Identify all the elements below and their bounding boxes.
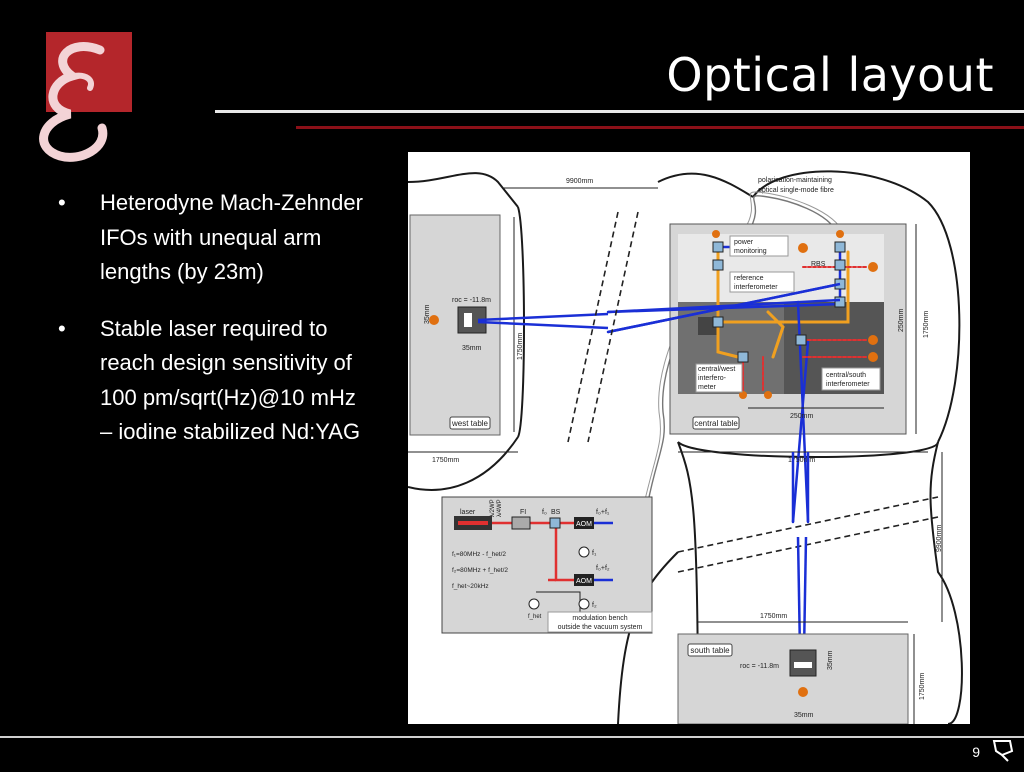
south-roc-label: roc = -11.8m xyxy=(740,663,779,670)
rbs-label: RBS xyxy=(811,261,826,268)
bench-laser-label: laser xyxy=(460,509,476,516)
bullet-item: Heterodyne Mach-Zehnder IFOs with unequa… xyxy=(58,186,368,290)
bench-eq-3: f_het~20kHz xyxy=(452,583,489,590)
south-1750-h: 1750mm xyxy=(760,613,787,620)
bench-eq-2: f₂=80MHz + f_het/2 xyxy=(452,567,508,574)
central-250-v: 250mm xyxy=(898,308,905,332)
top-9900-label: 9900mm xyxy=(566,178,593,185)
bench-lambda2-label: λ/2WP xyxy=(490,499,496,517)
south-1750-v: 1750mm xyxy=(919,673,926,700)
bench-fhet-label: f_het xyxy=(528,614,542,620)
rf-source-f1 xyxy=(578,546,590,558)
west-35mm-h: 35mm xyxy=(462,345,482,352)
footer-rule xyxy=(0,736,1024,738)
central-1750-v: 1750mm xyxy=(923,311,930,338)
aom-2-label: AOM xyxy=(576,578,592,585)
bench-beamsplitter xyxy=(549,517,561,529)
side-9900-label: 9900mm xyxy=(936,525,943,552)
west-table-tag xyxy=(449,416,491,430)
bullet-item: Stable laser required to reach design se… xyxy=(58,312,368,450)
laser-aperture xyxy=(458,521,488,525)
page-number: 9 xyxy=(972,744,980,760)
west-photodiode xyxy=(429,315,439,325)
bench-fi-label: FI xyxy=(520,509,526,516)
central-south-label-2: interferometer xyxy=(826,381,870,388)
rf-source-fhet xyxy=(528,598,540,610)
faraday-isolator xyxy=(511,516,531,530)
central-table-label: central table xyxy=(694,419,738,428)
bench-caption-2: outside the vacuum system xyxy=(558,624,643,631)
title-rule-white xyxy=(215,110,1024,113)
south-long-beams xyxy=(791,452,810,653)
south-table-tag xyxy=(687,643,733,657)
bench-bs-label: BS xyxy=(551,509,561,516)
rf-source-f2 xyxy=(578,598,590,610)
bench-f0f2-label: f₀+f₂ xyxy=(596,565,610,572)
west-35mm-v: 35mm xyxy=(424,304,431,324)
reference-ifo-label-1: reference xyxy=(734,275,764,282)
bench-lambda4-label: λ/4WP xyxy=(497,499,503,517)
bench-f0-label: f₀ xyxy=(542,509,547,516)
central-250-h: 250mm xyxy=(790,413,814,420)
power-monitoring-label-1: power xyxy=(734,239,754,246)
south-table-label: south table xyxy=(690,646,730,655)
aom-1-label: AOM xyxy=(576,521,592,528)
south-tube-break xyxy=(677,496,939,573)
south-35mm-v: 35mm xyxy=(827,650,834,670)
institute-logo xyxy=(30,30,150,165)
fibre-label-1: polarisation-maintaining xyxy=(758,177,832,184)
central-west-box xyxy=(695,363,743,393)
title-rule-red xyxy=(296,126,1024,129)
bench-f2-label: f₂ xyxy=(592,602,597,609)
west-table-label: west table xyxy=(451,419,489,428)
reference-ifo-label-2: interferometer xyxy=(734,284,778,291)
central-table-tag xyxy=(692,416,740,430)
west-1750-v: 1750mm xyxy=(517,333,524,360)
central-west-label-2: interfero- xyxy=(698,375,727,382)
bullet-list: Heterodyne Mach-Zehnder IFOs with unequa… xyxy=(58,186,368,472)
west-roc-label: roc = -11.8m xyxy=(452,297,491,304)
central-south-box xyxy=(821,367,881,391)
power-monitoring-label-2: monitoring xyxy=(734,248,767,255)
bench-caption-1: modulation bench xyxy=(572,615,627,622)
aom-2-body xyxy=(574,574,594,586)
bench-caption-box xyxy=(547,611,653,633)
fibre-label-2: optical single-mode fibre xyxy=(758,187,834,194)
west-mirror xyxy=(464,313,472,327)
south-mirror xyxy=(794,662,812,668)
slide-title: Optical layout xyxy=(666,48,994,102)
bench-eq-1: f₁=80MHz - f_het/2 xyxy=(452,551,506,558)
central-west-label-1: central/west xyxy=(698,366,735,373)
central-west-label-3: meter xyxy=(698,384,717,391)
west-1750-h: 1750mm xyxy=(432,457,459,464)
bench-f0f1-label: f₀+f₁ xyxy=(596,509,610,516)
bench-f1-label: f₁ xyxy=(592,550,597,557)
south-photodiode xyxy=(798,687,808,697)
central-1750-h: 1750mm xyxy=(788,457,815,464)
power-monitoring-box xyxy=(729,235,789,257)
central-south-label-1: central/south xyxy=(826,372,866,379)
quest-logo xyxy=(988,737,1018,767)
optical-layout-diagram: west table roc = -11.8m 35mm 35mm 1750mm… xyxy=(408,152,970,724)
reference-ifo-box xyxy=(729,271,795,293)
south-35mm-h: 35mm xyxy=(794,712,814,719)
aom-1-body xyxy=(574,517,594,529)
west-long-beams xyxy=(477,282,841,334)
